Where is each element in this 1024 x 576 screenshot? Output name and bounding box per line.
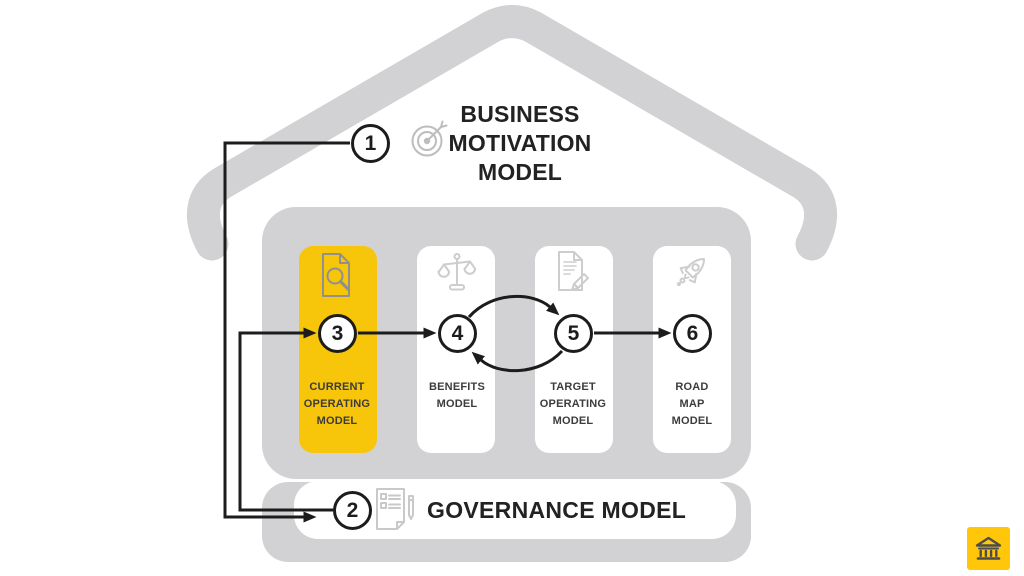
rocket-icon [676,257,706,287]
label-target-operating-model: TARGET OPERATING MODEL [539,381,607,427]
flow-1-to-2 [223,141,350,523]
checklist-pencil-icon [376,488,414,530]
document-edit-icon [558,251,589,291]
corner-badge [967,527,1010,570]
flow-4-to-5 [467,295,560,319]
house-body [262,207,751,479]
label-governance-model: GOVERNANCE MODEL [427,497,687,523]
balance-scales-icon [437,253,477,291]
bank-icon [975,536,1002,560]
label-current-operating-model: CURRENT OPERATING MODEL [303,381,371,427]
target-icon [411,120,448,157]
step-circle-6: 6 [673,314,712,353]
business-motivation-model-title: BUSINESS MOTIVATION MODEL [448,101,592,185]
step-circle-2: 2 [333,491,372,530]
label-benefits-model: BENEFITS MODEL [429,381,485,410]
house-roof [187,5,837,261]
document-search-icon [322,253,351,297]
step-circle-5: 5 [554,314,593,353]
step-circle-1: 1 [351,124,390,163]
step-circle-4: 4 [438,314,477,353]
step-circle-3: 3 [318,314,357,353]
label-road-map-model: ROAD MAP MODEL [671,381,713,427]
flow-2-to-3 [238,327,333,512]
flow-5-to-4 [471,349,564,373]
